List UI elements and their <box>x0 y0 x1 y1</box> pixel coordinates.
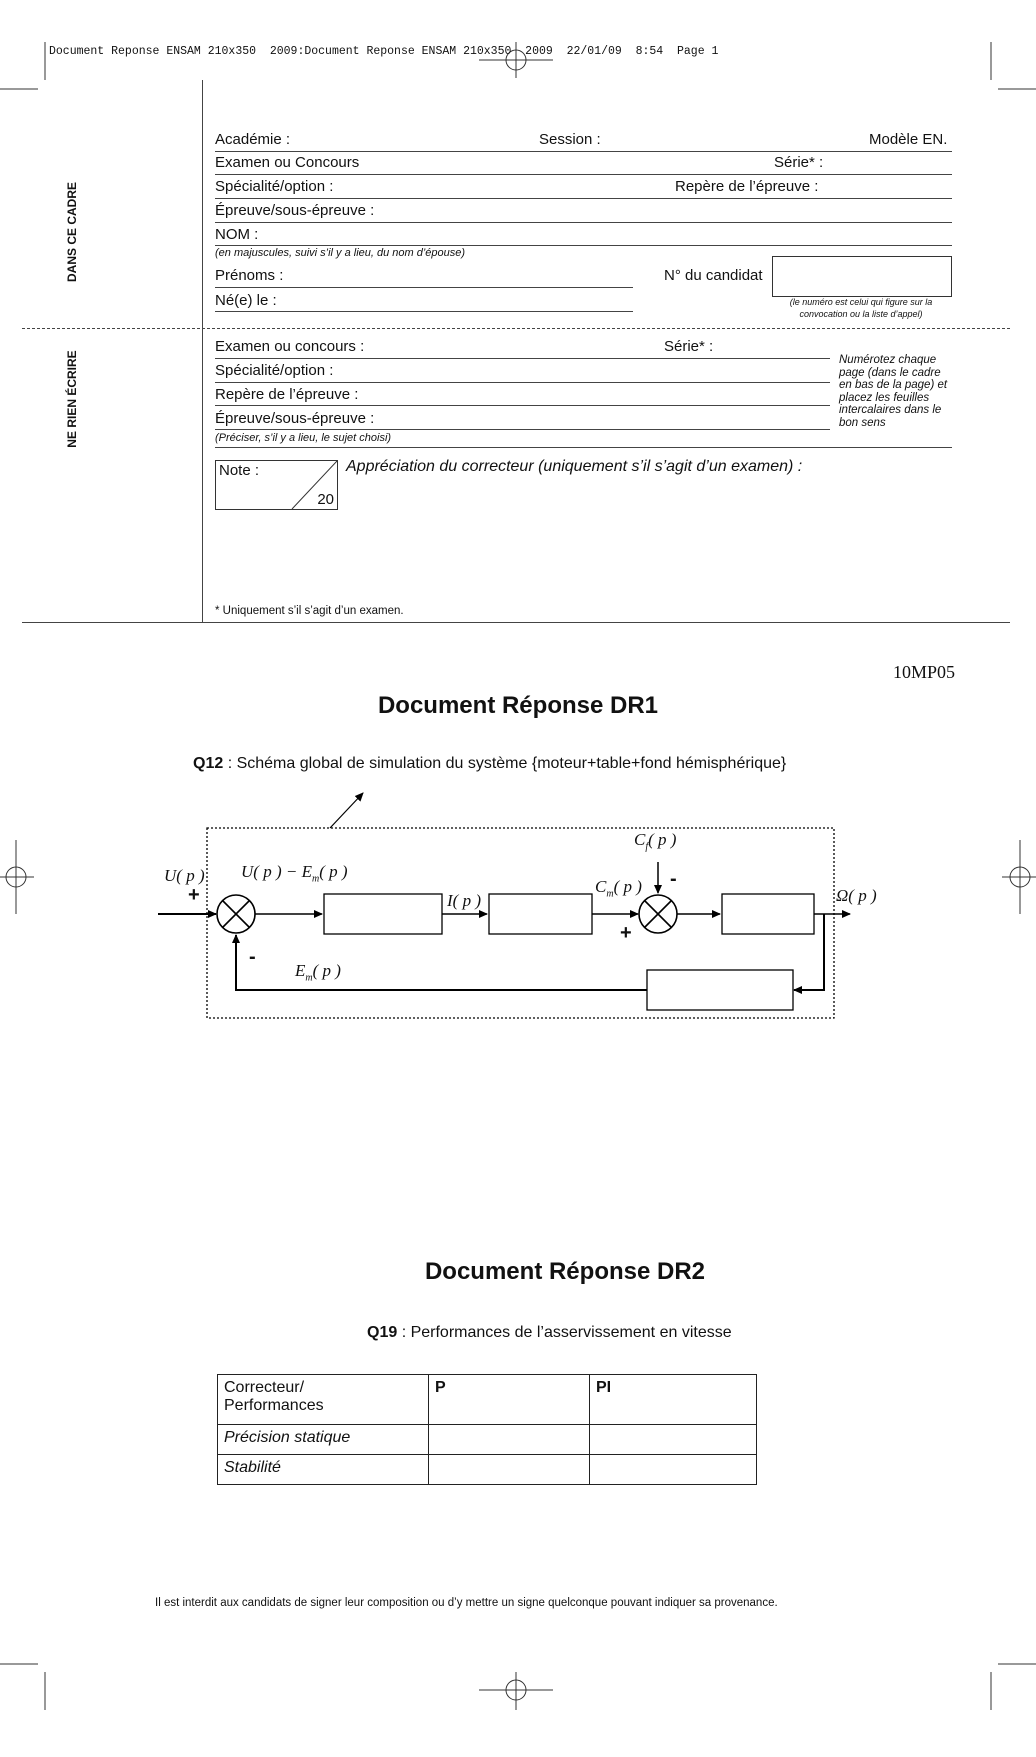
frame-bottom-line <box>22 622 1010 623</box>
q12-label: Q12 <box>193 755 224 772</box>
examen-concours-label: Examen ou Concours <box>215 154 360 171</box>
label-u: U( p ) <box>164 866 205 885</box>
candidat-note-1: (le numéro est celui qui figure sur la <box>789 297 933 307</box>
serie-label: Série* : <box>774 154 824 171</box>
boundary-pointer-arrow <box>329 792 364 829</box>
specialite-label: Spécialité/option : <box>215 178 334 195</box>
candidat-number-box[interactable] <box>772 256 952 297</box>
academie-label: Académie : <box>215 131 291 148</box>
label-cm: Cm( p ) <box>595 877 642 900</box>
repere-line-2 <box>215 405 830 406</box>
label-omega: Ω( p ) <box>836 886 877 905</box>
frame-vertical-line <box>202 80 203 622</box>
q12-text: : Schéma global de simulation du système… <box>223 755 787 772</box>
label-u-minus-em: U( p ) − Em( p ) <box>241 862 348 885</box>
epreuve-label-2: Épreuve/sous-épreuve : <box>215 410 375 427</box>
serie-label-2: Série* : <box>664 338 714 355</box>
label-minus-1: - <box>249 946 256 968</box>
examen-line <box>215 174 952 175</box>
modele-label: Modèle EN. <box>869 131 948 148</box>
note-box-diagonal <box>291 461 337 509</box>
specialite-line <box>215 198 952 199</box>
block-2 <box>488 893 593 935</box>
nom-note: (en majuscules, suivi s’il y a lieu, du … <box>215 247 466 259</box>
prenoms-line <box>215 287 633 288</box>
table-row: Précision statique <box>217 1424 757 1455</box>
q19-label: Q19 <box>367 1324 398 1341</box>
system-boundary <box>206 827 835 1019</box>
examen-concours-label-2: Examen ou concours : <box>215 338 365 355</box>
cell-precision-pi[interactable] <box>589 1424 757 1455</box>
summing-junction-1 <box>216 894 256 934</box>
header-cell-pi: PI <box>589 1374 757 1425</box>
specialite-line-2 <box>215 382 830 383</box>
block-feedback <box>646 969 794 1011</box>
epreuve-label: Épreuve/sous-épreuve : <box>215 202 375 219</box>
nom-label: NOM : <box>215 226 259 243</box>
prenoms-label: Prénoms : <box>215 267 284 284</box>
numerotez-note: Numérotez chaque page (dans le cadre en … <box>839 354 948 429</box>
frame-dashed-line <box>22 328 1010 329</box>
examen-line-2 <box>215 358 830 359</box>
block-diagram <box>158 792 851 1019</box>
session-label: Session : <box>539 131 601 148</box>
row-label-precision: Précision statique <box>217 1424 429 1455</box>
table-header-row: Correcteur/ Performances P PI <box>217 1374 757 1425</box>
header-cell-correcteur: Correcteur/ Performances <box>217 1374 429 1425</box>
block-3 <box>721 893 815 935</box>
note-label: Note : <box>219 462 260 479</box>
note-box[interactable]: Note : 20 <box>215 460 338 510</box>
performance-table: Correcteur/ Performances P PI Précision … <box>217 1374 757 1485</box>
document-code: 10MP05 <box>893 662 956 682</box>
q19-text: : Performances de l’asservissement en vi… <box>397 1324 732 1341</box>
dr1-question: Q12 : Schéma global de simulation du sys… <box>193 755 786 773</box>
label-minus-2: - <box>670 868 677 890</box>
preciser-line <box>215 447 952 448</box>
preciser-note: (Préciser, s’il y a lieu, le sujet chois… <box>215 432 392 444</box>
print-header: Document Reponse ENSAM 210x350 2009:Docu… <box>49 45 719 58</box>
row-label-stabilite: Stabilité <box>217 1454 429 1485</box>
header-cell-p: P <box>428 1374 590 1425</box>
candidat-label: N° du candidat <box>664 267 763 284</box>
label-plus-1: + <box>188 884 200 906</box>
cell-stabilite-p[interactable] <box>428 1454 590 1485</box>
dr2-question: Q19 : Performances de l’asservissement e… <box>367 1324 732 1342</box>
appreciation-label: Appréciation du correcteur (uniquement s… <box>346 458 803 475</box>
summing-junction-2 <box>638 894 678 934</box>
footer-notice: Il est interdit aux candidats de signer … <box>155 1597 778 1609</box>
repere-label-2: Repère de l’épreuve : <box>215 386 359 403</box>
label-em: Em( p ) <box>295 961 341 984</box>
label-cf: Cf( p ) <box>634 830 677 853</box>
ne-le-line <box>215 311 633 312</box>
epreuve-line <box>215 222 952 223</box>
label-plus-2: + <box>620 922 632 944</box>
nom-line <box>215 245 952 246</box>
footnote: * Uniquement s’il s’agit d’un examen. <box>215 605 404 617</box>
specialite-label-2: Spécialité/option : <box>215 362 334 379</box>
cell-precision-p[interactable] <box>428 1424 590 1455</box>
cell-stabilite-pi[interactable] <box>589 1454 757 1485</box>
label-i: I( p ) <box>447 891 481 910</box>
block-1 <box>323 893 443 935</box>
table-row: Stabilité <box>217 1454 757 1485</box>
academie-line <box>215 151 952 152</box>
dr2-title: Document Réponse DR2 <box>424 1258 706 1285</box>
epreuve-line-2 <box>215 429 830 430</box>
repere-label: Repère de l’épreuve : <box>675 178 819 195</box>
dr1-title: Document Réponse DR1 <box>377 692 659 719</box>
note-max: 20 <box>317 491 334 508</box>
side-label-top: DANS CE CADRE <box>65 181 79 282</box>
candidat-note-2: convocation ou la liste d’appel) <box>799 309 923 319</box>
ne-le-label: Né(e) le : <box>215 292 277 309</box>
side-label-bottom: NE RIEN ÉCRIRE <box>65 350 79 448</box>
